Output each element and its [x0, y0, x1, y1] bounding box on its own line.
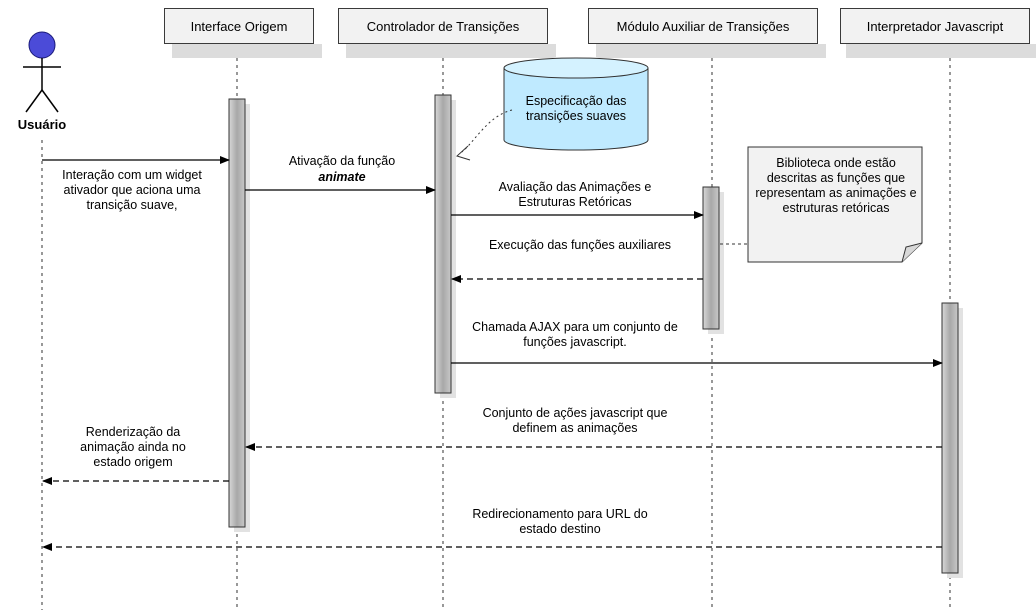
note-shape: [747, 146, 923, 263]
actor-icon: [23, 31, 61, 113]
activation-interpretador: [941, 302, 959, 574]
message-label-m1: Interação com um widget ativador que aci…: [62, 168, 202, 212]
message-label-m8: Redirecionamento para URL do estado dest…: [472, 507, 648, 536]
datastore-label: Especificação das transições suaves: [525, 94, 627, 123]
lifeline-header-origem: Interface Origem: [164, 8, 314, 44]
datastore-cylinder: [503, 57, 649, 151]
activation-modulo: [702, 186, 720, 330]
activation-origem: [228, 98, 246, 528]
lifeline-header-interpretador: Interpretador Javascript: [840, 8, 1030, 44]
lifeline-header-modulo: Módulo Auxiliar de Transições: [588, 8, 818, 44]
message-label-m6: Conjunto de ações javascript que definem…: [482, 406, 668, 435]
message-label-m3: Avaliação das Animações e Estruturas Ret…: [498, 180, 652, 209]
message-label-m2b: animate: [318, 170, 366, 184]
actor-label: Usuário: [17, 117, 67, 132]
message-label-m2a: Ativação da função: [288, 154, 396, 168]
activation-controlador: [434, 94, 452, 394]
message-label-m4: Execução das funções auxiliares: [488, 238, 672, 252]
note-label: Biblioteca onde estão descritas as funçõ…: [755, 156, 917, 215]
lifeline-header-controlador: Controlador de Transições: [338, 8, 548, 44]
message-label-m5: Chamada AJAX para um conjunto de funções…: [472, 320, 678, 349]
message-label-m7: Renderização da animação ainda no estado…: [80, 425, 186, 469]
